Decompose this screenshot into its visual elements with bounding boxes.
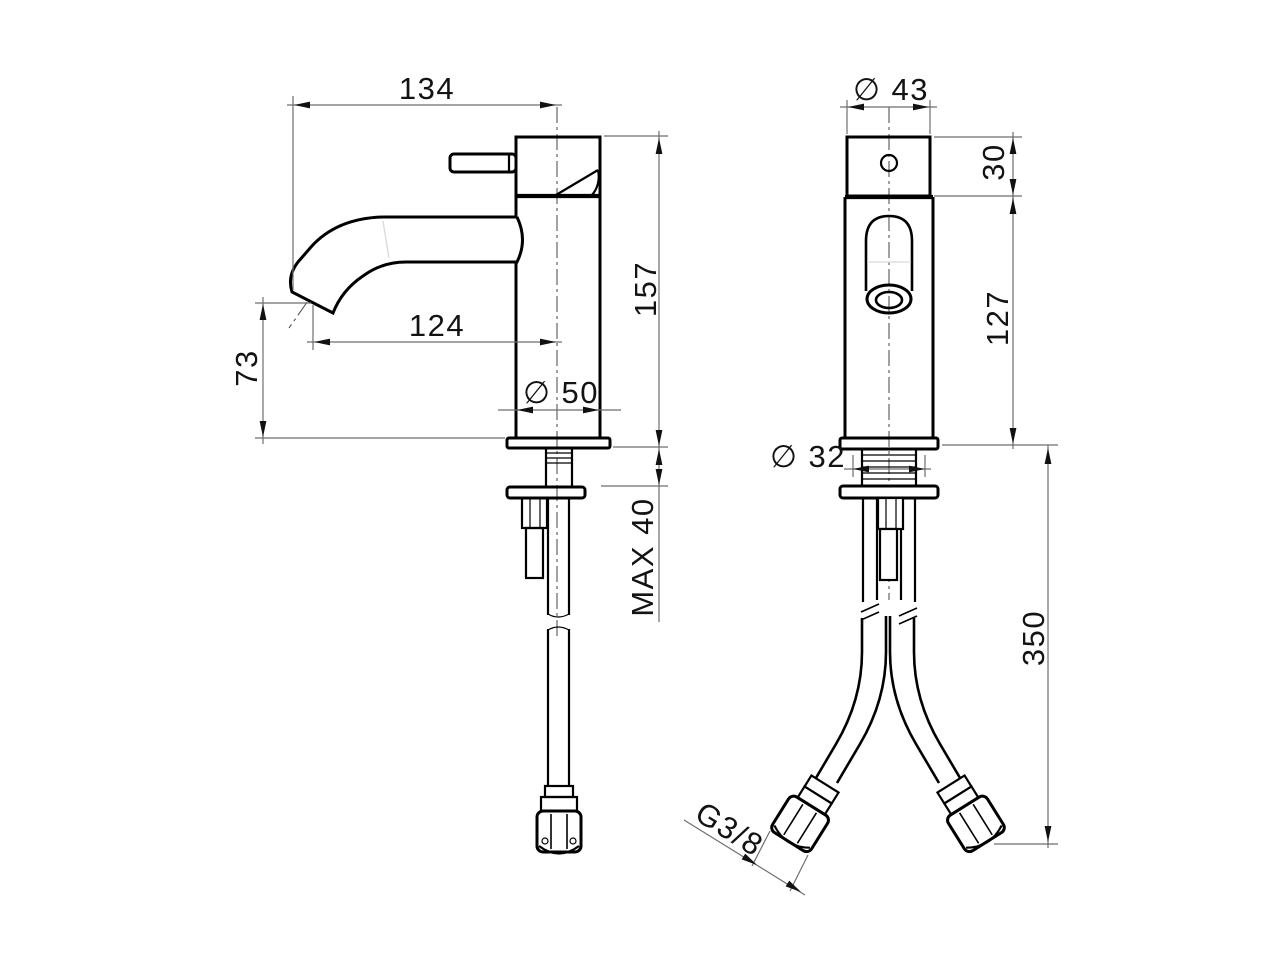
dim-label-max40: MAX 40 [625, 497, 660, 616]
nut-bottom-arc [538, 845, 580, 855]
dim-label-157: 157 [628, 261, 663, 317]
pipe-break-mark [898, 607, 918, 617]
dim-top-diameter: ∅ 43 [840, 72, 937, 134]
spout-surface-line [382, 220, 390, 259]
dim-label-73: 73 [229, 349, 264, 386]
hose-break-top [547, 613, 570, 618]
dim-label-d32: ∅ 32 [770, 439, 846, 474]
pipe-break-mark [898, 615, 918, 625]
hose-ferrule [543, 784, 575, 799]
dim-label-127: 127 [980, 290, 1015, 346]
clamping-washer [505, 485, 587, 500]
dim-spout-reach-overall: 134 [287, 71, 562, 290]
dim-label-350: 350 [1016, 610, 1051, 666]
cartridge-cap [514, 135, 602, 198]
dim-shank-diameter: ∅ 32 [770, 439, 931, 477]
aerator-inner [874, 290, 904, 310]
spout [289, 215, 524, 316]
left-hose-outer-edge [811, 618, 864, 784]
fixing-stud-rod [524, 526, 545, 580]
clamping-washer-front [838, 484, 940, 500]
fixing-stud-rod-front [878, 527, 899, 582]
dim-label-134: 134 [399, 71, 455, 106]
dim-label-30: 30 [976, 143, 1011, 180]
spout-slot [864, 214, 914, 291]
hose-collar [539, 795, 579, 813]
dim-cap-height: 30 [934, 132, 1022, 201]
nut-detail-circle [569, 837, 577, 845]
pipe-break-mark [860, 603, 880, 613]
right-hose-inner-edge [888, 616, 941, 784]
handle-pin-hole [879, 153, 899, 173]
pipe-break-mark [860, 611, 880, 621]
dim-body-height: 127 [942, 196, 1058, 449]
side-view: 134 124 73 157 [229, 71, 668, 855]
dim-label-d50: ∅ 50 [523, 375, 599, 410]
mounting-shank [544, 446, 574, 489]
nut-detail-circle [541, 837, 549, 845]
aerator-outer [865, 283, 913, 315]
dim-label-124: 124 [409, 308, 465, 343]
front-view: ∅ 43 30 127 ∅ 32 [683, 72, 1058, 896]
base-flange [505, 436, 612, 450]
fixing-stud-hex [520, 496, 549, 530]
left-hose-fitting [767, 770, 847, 856]
right-hose-fitting [929, 770, 1009, 856]
dim-spout-reach-axis: 124 [307, 305, 562, 350]
dim-max-deck-thickness: MAX 40 [601, 447, 668, 622]
left-hose-inner-edge [835, 616, 888, 784]
hose-break-bottom [547, 626, 570, 631]
fixing-stud-hex-front [876, 496, 905, 531]
right-hose-outer-edge [912, 618, 965, 784]
lever-handle [448, 152, 518, 174]
dim-label-d43: ∅ 43 [853, 72, 929, 107]
dim-spout-height: 73 [229, 297, 505, 444]
cap-joint-line [555, 169, 599, 196]
dim-hose-length: 350 [994, 445, 1058, 848]
hose-nut [535, 809, 583, 854]
dim-base-diameter: ∅ 50 [498, 375, 621, 414]
dim-label-g38: G3/8 [689, 795, 770, 863]
dim-overall-height: 157 [604, 131, 668, 448]
